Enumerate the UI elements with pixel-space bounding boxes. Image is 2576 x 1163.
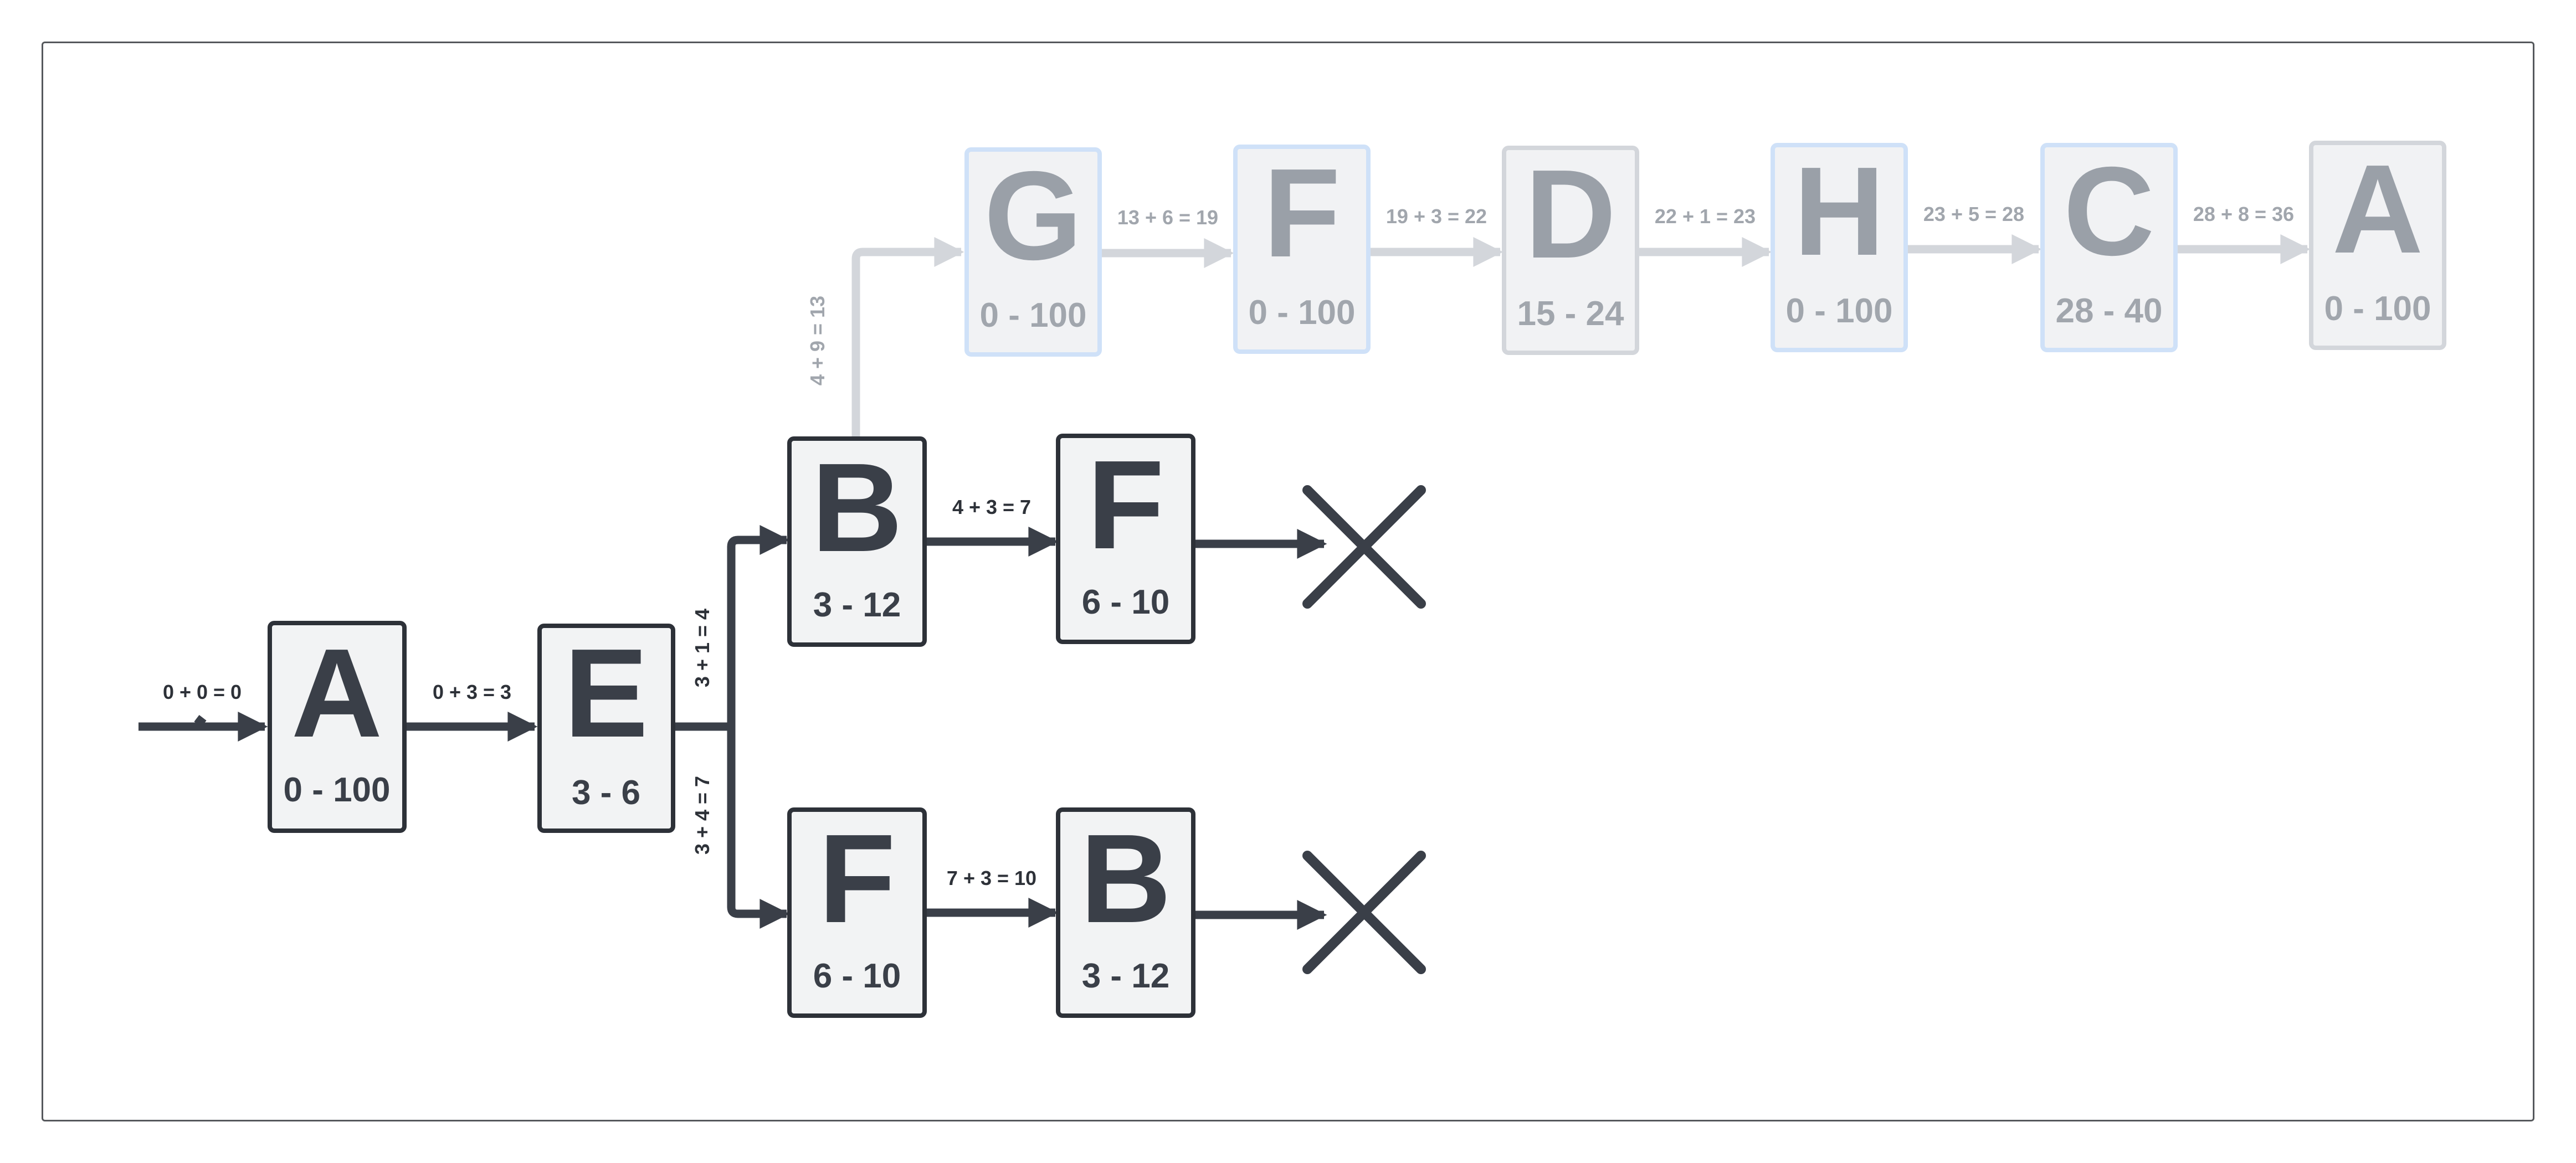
- node-letter: F: [1263, 143, 1340, 284]
- node-letter: H: [1794, 141, 1885, 282]
- edge-label-h-to-c: 23 + 5 = 28: [1923, 203, 2024, 225]
- edge-label-b-to-f: 4 + 3 = 7: [952, 496, 1031, 518]
- node-range: 0 - 100: [979, 296, 1086, 335]
- active-edges: [138, 525, 1327, 930]
- edge-labels: 0 + 0 = 0 0 + 3 = 3 3 + 1 = 4 3 + 4 = 7 …: [163, 203, 2294, 889]
- edge-label-e-to-b: 3 + 1 = 4: [691, 609, 714, 687]
- edge-e-to-b: [727, 525, 790, 727]
- node-a-start[interactable]: A 0 - 100: [268, 621, 407, 833]
- edge-label-g-to-f: 13 + 6 = 19: [1117, 206, 1218, 229]
- node-range: 3 - 12: [813, 586, 901, 624]
- edge-label-a-to-e: 0 + 3 = 3: [433, 681, 511, 703]
- node-range: 0 - 100: [1785, 292, 1892, 330]
- node-letter: F: [1087, 435, 1164, 575]
- node-b-lower[interactable]: B 3 - 12: [1056, 807, 1195, 1018]
- diagram-frame: [42, 42, 2534, 1121]
- node-a-top[interactable]: A 0 - 100: [2309, 139, 2446, 350]
- node-f-upper[interactable]: F 6 - 10: [1056, 434, 1195, 644]
- node-letter: B: [812, 438, 903, 578]
- node-b-upper[interactable]: B 3 - 12: [787, 436, 927, 647]
- node-f-top[interactable]: F 0 - 100: [1233, 143, 1371, 354]
- edge-label-f-to-b: 7 + 3 = 10: [947, 867, 1036, 889]
- edge-label-b-to-g: 4 + 9 = 13: [806, 296, 829, 385]
- node-letter: B: [1080, 809, 1172, 949]
- node-range: 0 - 100: [283, 771, 390, 809]
- node-range: 15 - 24: [1517, 295, 1624, 333]
- close-icon: [1302, 851, 1426, 974]
- close-icon: [1302, 485, 1426, 609]
- node-letter: E: [564, 623, 648, 764]
- node-range: 0 - 100: [1248, 294, 1355, 332]
- node-range: 28 - 40: [2055, 292, 2162, 330]
- faded-edges: [851, 234, 2311, 436]
- edge-b-to-g: [851, 237, 964, 436]
- edge-label-e-to-f: 3 + 4 = 7: [691, 776, 714, 855]
- node-letter: C: [2064, 141, 2155, 282]
- node-letter: A: [2332, 139, 2424, 280]
- node-letter: A: [291, 623, 383, 764]
- node-d-top[interactable]: D 15 - 24: [1502, 144, 1639, 355]
- node-range: 3 - 12: [1082, 957, 1170, 995]
- edge-label-entry-to-a: 0 + 0 = 0: [163, 681, 242, 703]
- node-letter: D: [1525, 144, 1617, 285]
- node-range: 6 - 10: [813, 957, 901, 995]
- edge-e-to-f: [727, 727, 790, 929]
- node-c-top[interactable]: C 28 - 40: [2040, 141, 2178, 352]
- edge-label-f-to-d: 19 + 3 = 22: [1386, 205, 1487, 228]
- node-range: 0 - 100: [2324, 290, 2431, 328]
- node-range: 6 - 10: [1082, 583, 1170, 621]
- node-g-top[interactable]: G 0 - 100: [964, 146, 1102, 357]
- node-f-lower[interactable]: F 6 - 10: [787, 807, 927, 1018]
- node-e[interactable]: E 3 - 6: [537, 623, 675, 833]
- edge-label-d-to-h: 22 + 1 = 23: [1655, 205, 1756, 228]
- edge-label-c-to-a: 28 + 8 = 36: [2193, 203, 2294, 225]
- node-letter: G: [984, 146, 1082, 286]
- edge-entry-tick: [194, 715, 207, 727]
- node-h-top[interactable]: H 0 - 100: [1771, 141, 1908, 352]
- node-range: 3 - 6: [572, 774, 640, 812]
- node-letter: F: [818, 809, 895, 949]
